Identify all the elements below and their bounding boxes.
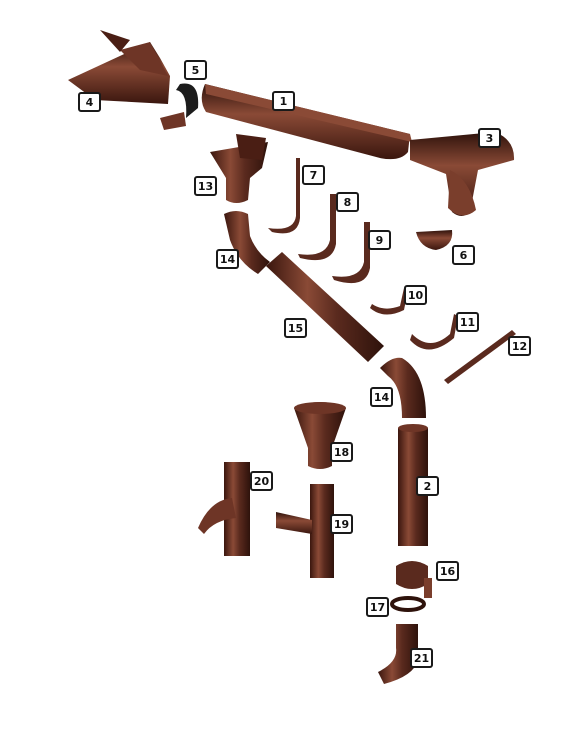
label-6: 6 [452,245,475,265]
label-19: 19 [330,514,353,534]
label-4: 4 [78,92,101,112]
part-9-bracket [332,222,370,284]
part-20-branch-pipe [198,462,250,556]
part-3-corner [410,132,515,216]
part-14-elbow-upper [224,211,270,274]
part-19-y-branch [276,484,334,578]
label-14-upper: 14 [216,249,239,269]
label-10: 10 [404,285,427,305]
part-16-pipe-clamp [396,561,432,598]
label-3: 3 [478,128,501,148]
label-16: 16 [436,561,459,581]
part-18-funnel [294,402,346,469]
label-18: 18 [330,442,353,462]
part-1-gutter [201,84,412,160]
label-17: 17 [366,597,389,617]
part-21-outlet-elbow [378,624,418,684]
label-12: 12 [508,336,531,356]
part-13-funnel-outlet [210,134,268,203]
label-9: 9 [368,230,391,250]
part-4-gutter-end [68,30,170,104]
part-7-bracket [268,158,300,234]
label-15: 15 [284,318,307,338]
label-7: 7 [302,165,325,185]
label-1: 1 [272,91,295,111]
label-8: 8 [336,192,359,212]
part-8-bracket [298,194,336,261]
part-5-connector [160,83,199,130]
label-21: 21 [410,648,433,668]
part-10-bracket-short [370,288,408,315]
part-15-pipe-angled [266,252,384,362]
part-11-bracket-short [410,314,458,350]
part-17-pipe-collar [390,596,426,612]
label-13: 13 [194,176,217,196]
label-5: 5 [184,60,207,80]
part-12-extension-rod [444,330,516,384]
part-6-end-cap [416,230,453,250]
label-14-lower: 14 [370,387,393,407]
part-14-elbow-lower [380,357,426,418]
label-2: 2 [416,476,439,496]
label-11: 11 [456,312,479,332]
label-20: 20 [250,471,273,491]
